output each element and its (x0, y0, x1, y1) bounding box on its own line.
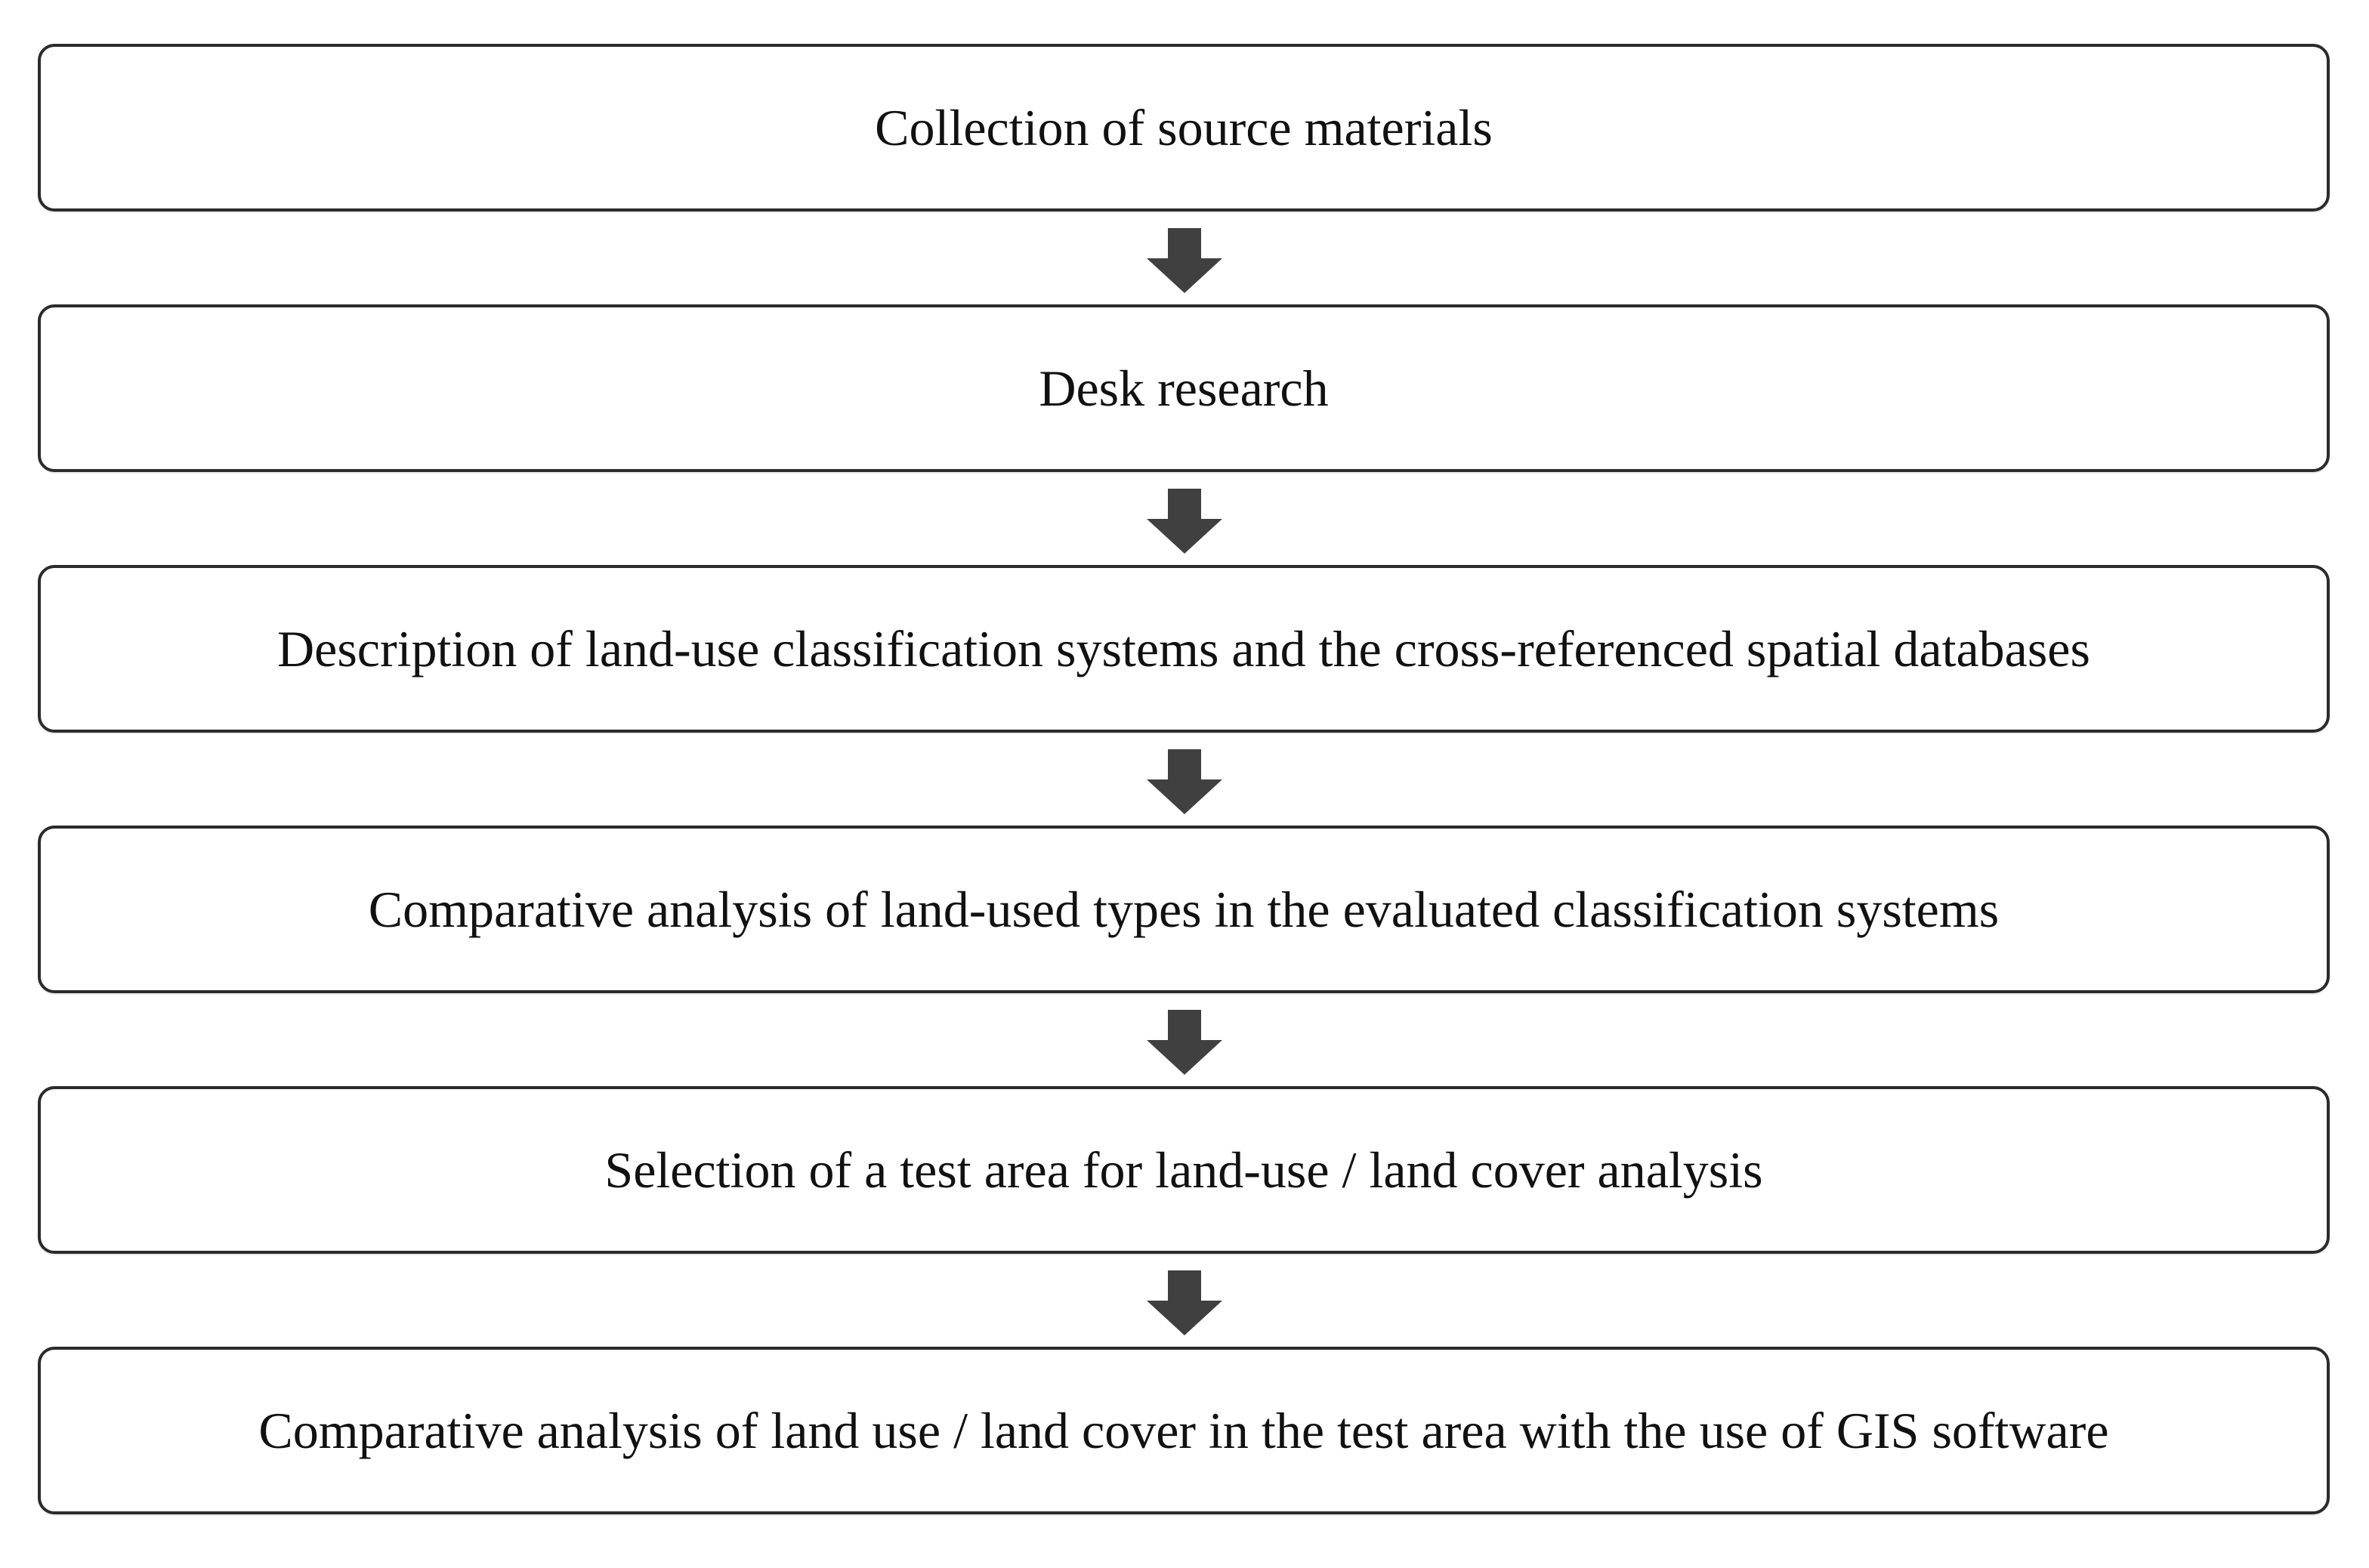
step-label: Comparative analysis of land use / land … (258, 1402, 2109, 1459)
step-label: Desk research (1039, 360, 1329, 417)
down-arrow-icon (1147, 489, 1222, 554)
step-box-gis-analysis: Comparative analysis of land use / land … (38, 1347, 2330, 1514)
step-box-description: Description of land-use classification s… (38, 565, 2330, 733)
down-arrow-icon (1147, 749, 1222, 814)
step-box-collection: Collection of source materials (38, 44, 2330, 211)
step-box-test-area: Selection of a test area for land-use / … (38, 1086, 2330, 1254)
down-arrow-icon (1147, 1270, 1222, 1335)
down-arrow-icon (1147, 1010, 1222, 1075)
step-label: Selection of a test area for land-use / … (604, 1141, 1763, 1199)
step-label: Comparative analysis of land-used types … (368, 881, 2000, 938)
down-arrow-icon (1147, 1010, 1222, 1075)
step-label: Description of land-use classification s… (277, 620, 2090, 678)
down-arrow-icon (1147, 749, 1222, 814)
down-arrow-icon (1147, 228, 1222, 293)
down-arrow-icon (1147, 1270, 1222, 1335)
step-label: Collection of source materials (875, 99, 1493, 156)
down-arrow-icon (1147, 489, 1222, 554)
step-box-comparative-types: Comparative analysis of land-used types … (38, 826, 2330, 993)
step-box-desk-research: Desk research (38, 304, 2330, 472)
down-arrow-icon (1147, 228, 1222, 293)
